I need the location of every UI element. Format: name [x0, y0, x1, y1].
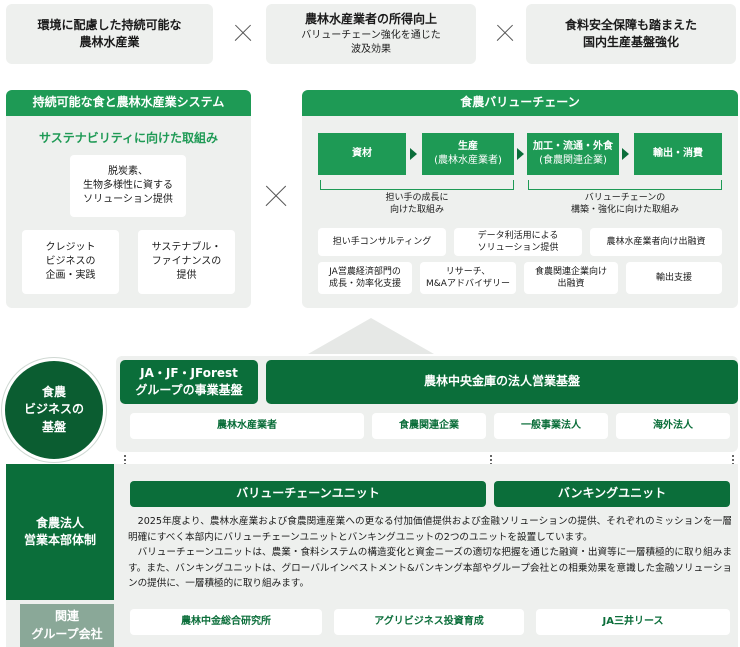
- service-item: データ利活用による ソリューション提供: [454, 228, 582, 256]
- text-line: 脱炭素、: [108, 166, 148, 177]
- service-item: JA営農経済部門の 成長・効率化支援: [318, 262, 412, 294]
- text-line: グループの事業基盤: [135, 383, 243, 397]
- group-item-research-institute[interactable]: 農林中金総合研究所: [130, 609, 322, 635]
- bracket-label-growth: 担い手の成長に 向けた取組み: [320, 190, 514, 218]
- chain-sublabel: (農林水産業者): [434, 155, 502, 166]
- text-line: 担い手の成長に: [385, 192, 449, 203]
- text-line: クレジット: [45, 242, 96, 253]
- chain-processing-distribution: 加工・流通・外食 (食農関連企業): [527, 133, 619, 175]
- text-line: バリューチェーンの: [584, 192, 666, 203]
- sustainability-subheader: サステナビリティに向けた取組み: [38, 131, 219, 145]
- service-item: 輸出支援: [626, 262, 722, 294]
- text-line: 食農関連企業向け: [534, 266, 607, 277]
- text-line: 農林水産業者向け出融資: [606, 236, 706, 247]
- text-line: リサーチ、: [445, 266, 491, 277]
- decarbonization-solution-box: 脱炭素、 生物多様性に資する ソリューション提供: [70, 155, 186, 217]
- service-item: 農林水産業者向け出融資: [590, 228, 722, 256]
- left-panel-header: 持続可能な食と農林水産業システム: [6, 90, 251, 116]
- goal-text-line: 環境に配慮した持続可能な: [37, 17, 182, 32]
- base-item-general-corporations: 一般事業法人: [494, 413, 608, 439]
- goal-subtext: 波及効果: [351, 43, 391, 55]
- upward-triangle-shape: [308, 318, 434, 354]
- goal-text-line: 農林水産業: [79, 35, 140, 49]
- multiply-icon: [232, 22, 254, 44]
- text-line: ビジネスの: [23, 402, 84, 417]
- chain-label: 加工・流通・外食: [533, 141, 613, 152]
- description-paragraph: バリューチェーンユニットは、農業・食料システムの構造変化と資金ニーズの適切な把握…: [128, 547, 732, 590]
- service-item: 食農関連企業向け 出融資: [524, 262, 618, 294]
- text-line: JA営農経済部門の: [329, 266, 401, 277]
- corporate-hq-side-label: 食農法人 営業本部体制: [6, 464, 114, 600]
- text-line: ソリューション提供: [83, 194, 173, 205]
- text-line: 提供: [176, 270, 197, 281]
- text-line: ファイナンスの: [151, 256, 222, 267]
- text-line: 食農: [41, 384, 66, 399]
- chain-production: 生産 (農林水産業者): [422, 133, 514, 175]
- base-item-overseas: 海外法人: [616, 413, 730, 439]
- bracket-label-chain-building: バリューチェーンの 構築・強化に向けた取組み: [528, 190, 722, 218]
- bracket-left: [320, 180, 514, 190]
- text-line: 成長・効率化支援: [328, 279, 401, 289]
- chain-sublabel: (食農関連企業): [539, 155, 607, 166]
- chain-export-consumption: 輸出・消費: [634, 133, 722, 175]
- text-line: 企画・実践: [45, 270, 96, 281]
- goal-text-line: 国内生産基盤強化: [582, 35, 679, 49]
- group-item-ja-mitsui-leasing[interactable]: JA三井リース: [536, 609, 730, 635]
- text-line: ソリューション提供: [477, 243, 559, 253]
- multiply-icon: [494, 22, 516, 44]
- text-line: 輸出支援: [655, 272, 692, 283]
- multiply-icon: [262, 182, 290, 210]
- banking-unit-header: バンキングユニット: [494, 481, 730, 507]
- business-base-circle: 食農 ビジネスの 基盤: [2, 358, 106, 462]
- text-line: 向けた取組み: [389, 205, 444, 215]
- right-panel-header: 食農バリューチェーン: [302, 90, 738, 116]
- value-chain-unit-header: バリューチェーンユニット: [130, 481, 486, 507]
- arrow-right-icon: [622, 148, 629, 160]
- text-line: 担い手コンサルティング: [332, 236, 432, 247]
- text-line: 基盤: [41, 419, 66, 434]
- chain-materials: 資材: [318, 133, 406, 175]
- base-item-food-companies: 食農関連企業: [372, 413, 486, 439]
- chain-label: 資材: [352, 148, 372, 159]
- bracket-right: [528, 180, 722, 190]
- service-item: リサーチ、 M&Aアドバイザリー: [420, 262, 516, 294]
- service-item: 担い手コンサルティング: [318, 228, 446, 256]
- group-item-agribusiness-investment[interactable]: アグリビジネス投資育成: [334, 609, 524, 635]
- goal-income-increase: 農林水産業者の所得向上 バリューチェーン強化を通じた 波及効果: [266, 4, 476, 64]
- text-line: ビジネスの: [45, 256, 96, 267]
- goal-sustainable-agriculture: 環境に配慮した持続可能な 農林水産業: [6, 4, 213, 64]
- sustainable-finance-box: サステナブル・ ファイナンスの 提供: [138, 230, 235, 294]
- credit-business-box: クレジット ビジネスの 企画・実践: [22, 230, 119, 294]
- text-line: 構築・強化に向けた取組み: [570, 205, 679, 215]
- text-line: 営業本部体制: [23, 533, 96, 547]
- goal-text-line: 食料安全保障も踏まえた: [564, 17, 697, 32]
- org-description: 2025年度より、農林水産業および食農関連産業への更なる付加価値提供および金融ソ…: [128, 514, 732, 592]
- text-line: M&Aアドバイザリー: [426, 279, 510, 289]
- goal-food-security: 食料安全保障も踏まえた 国内生産基盤強化: [526, 4, 736, 64]
- text-line: 出融資: [557, 279, 585, 289]
- arrow-right-icon: [410, 148, 417, 160]
- norinchukin-corporate-header: 農林中央金庫の法人営業基盤: [266, 360, 738, 404]
- text-line: 関連: [54, 609, 79, 624]
- goal-title: 農林水産業者の所得向上: [304, 12, 437, 27]
- text-line: JA・JF・JForest: [140, 365, 238, 380]
- description-paragraph: 2025年度より、農林水産業および食農関連産業への更なる付加価値提供および金融ソ…: [128, 516, 732, 543]
- goal-subtext: バリューチェーン強化を通じた: [301, 29, 441, 41]
- text-line: サステナブル・: [151, 242, 222, 253]
- ja-group-header: JA・JF・JForest グループの事業基盤: [120, 360, 258, 404]
- chain-label: 生産: [458, 141, 478, 152]
- text-line: 生物多様性に資する: [83, 180, 173, 191]
- chain-label: 輸出・消費: [653, 148, 703, 159]
- text-line: グループ会社: [31, 626, 103, 641]
- text-line: 食農法人: [35, 515, 84, 530]
- group-companies-side-label: 関連 グループ会社: [20, 604, 114, 647]
- text-line: データ利活用による: [477, 230, 559, 241]
- base-item-agri-producers: 農林水産業者: [130, 413, 364, 439]
- arrow-right-icon: [517, 148, 524, 160]
